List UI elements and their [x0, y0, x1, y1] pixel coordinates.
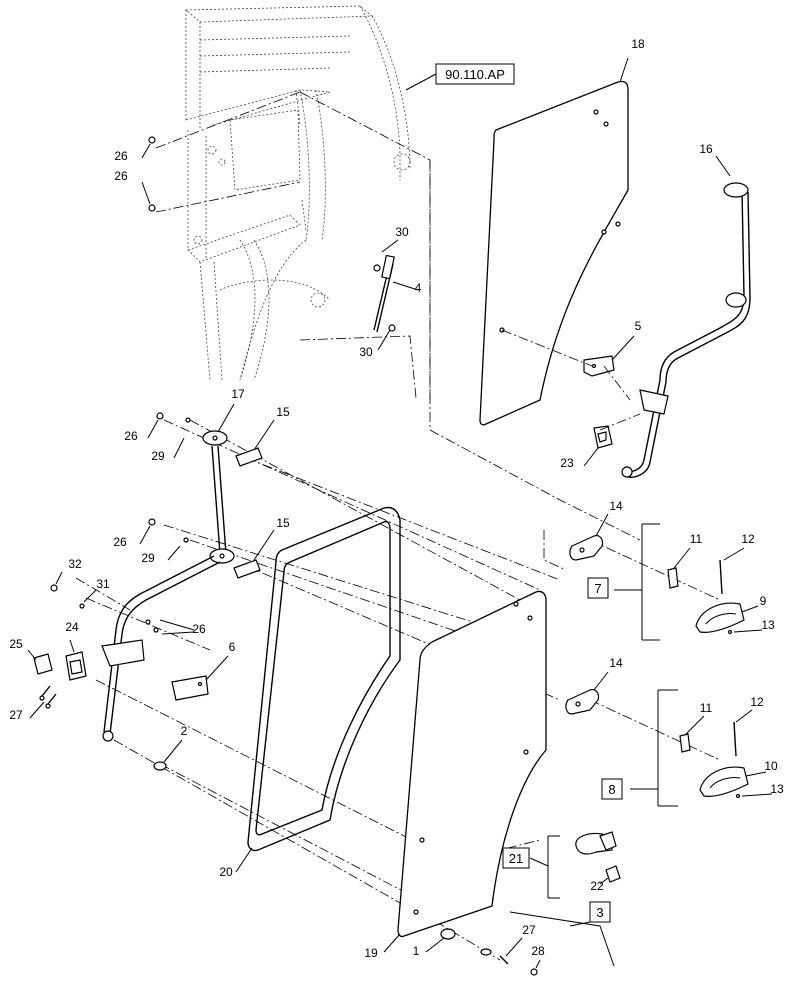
door-seal: [235, 506, 401, 873]
callout-12: 12: [741, 532, 755, 546]
boxed-callout-frame: [502, 847, 530, 869]
latch-24: [65, 639, 87, 681]
callout-10: 10: [764, 759, 778, 773]
callout-18: 18: [631, 37, 645, 51]
callout-11: 11: [700, 701, 713, 715]
part-25: [27, 649, 53, 675]
hinge-plate-14-upper: [569, 513, 609, 561]
callout-30: 30: [395, 225, 409, 239]
hinge-assembly-8: [630, 689, 773, 807]
boxed-callout-frame: [589, 901, 611, 923]
pad-15-upper: [235, 419, 275, 467]
boxed-callout-21: 21: [502, 847, 530, 869]
hinge-assembly-7: [614, 523, 763, 641]
callout-31: 31: [96, 577, 110, 591]
callout-26: 26: [124, 429, 138, 443]
pad-15-lower: [233, 529, 275, 579]
callout-26: 26: [114, 169, 128, 183]
latch-23: [583, 425, 613, 467]
hinge-rod: [202, 403, 235, 564]
callout-23: 23: [560, 456, 574, 470]
fasteners-left: [50, 136, 195, 635]
callout-12: 12: [750, 695, 764, 709]
callout-6: 6: [229, 640, 236, 654]
reference-label: 90.110.AP: [445, 67, 505, 82]
assembly-lines: [75, 91, 721, 961]
screws-27-left: [29, 685, 57, 719]
boxed-callout-label: 3: [596, 905, 603, 920]
callout-17: 17: [231, 387, 245, 401]
boxed-callout-label: 21: [509, 851, 523, 866]
callout-29: 29: [141, 551, 155, 565]
callout-9: 9: [760, 594, 767, 608]
callout-26: 26: [192, 622, 206, 636]
bracket-5: [583, 335, 635, 377]
upper-handle-bar: [621, 155, 751, 478]
callout-14: 14: [609, 499, 623, 513]
callout-29: 29: [151, 449, 165, 463]
callout-32: 32: [68, 557, 82, 571]
callout-4: 4: [415, 281, 422, 295]
callout-15: 15: [276, 516, 290, 530]
callout-27: 27: [522, 923, 536, 937]
boxed-callout-3: 3: [589, 901, 611, 923]
lower-glass-panel: [383, 590, 547, 953]
washer-2: [153, 739, 183, 771]
callout-28: 28: [531, 944, 545, 958]
callout-26: 26: [113, 535, 127, 549]
callout-13: 13: [770, 782, 784, 796]
callout-1: 1: [413, 944, 420, 958]
reference-callout: 90.110.AP: [405, 63, 515, 91]
callout-25: 25: [9, 637, 23, 651]
callout-2: 2: [181, 724, 188, 738]
callout-13: 13: [761, 618, 775, 632]
gas-strut: [373, 239, 419, 351]
callout-5: 5: [635, 319, 642, 333]
callout-20: 20: [219, 865, 233, 879]
callout-30: 30: [359, 345, 373, 359]
callout-11: 11: [690, 532, 703, 546]
boxed-callout-7: 7: [587, 577, 609, 599]
bracket-6: [171, 655, 229, 701]
assembly-group-3: [425, 911, 615, 976]
callout-19: 19: [364, 946, 378, 960]
lower-left-handle: [101, 555, 221, 742]
boxed-callout-label: 7: [594, 581, 601, 596]
boxed-callout-label: 8: [608, 782, 615, 797]
boxed-callouts: 7 8 21 3: [502, 577, 623, 923]
boxed-callout-frame: [601, 778, 623, 800]
callout-22: 22: [590, 879, 604, 893]
callout-15: 15: [276, 405, 290, 419]
boxed-callout-frame: [587, 577, 609, 599]
upper-glass-panel: [479, 57, 629, 426]
callout-26: 26: [114, 149, 128, 163]
callout-27: 27: [9, 708, 23, 722]
callout-14: 14: [609, 656, 623, 670]
hinge-plate-14-lower: [565, 671, 609, 715]
boxed-callout-8: 8: [601, 778, 623, 800]
cab-frame: [184, 5, 411, 381]
callout-16: 16: [699, 142, 713, 156]
door-handle-assembly-21: [529, 831, 621, 899]
callout-24: 24: [65, 620, 79, 634]
